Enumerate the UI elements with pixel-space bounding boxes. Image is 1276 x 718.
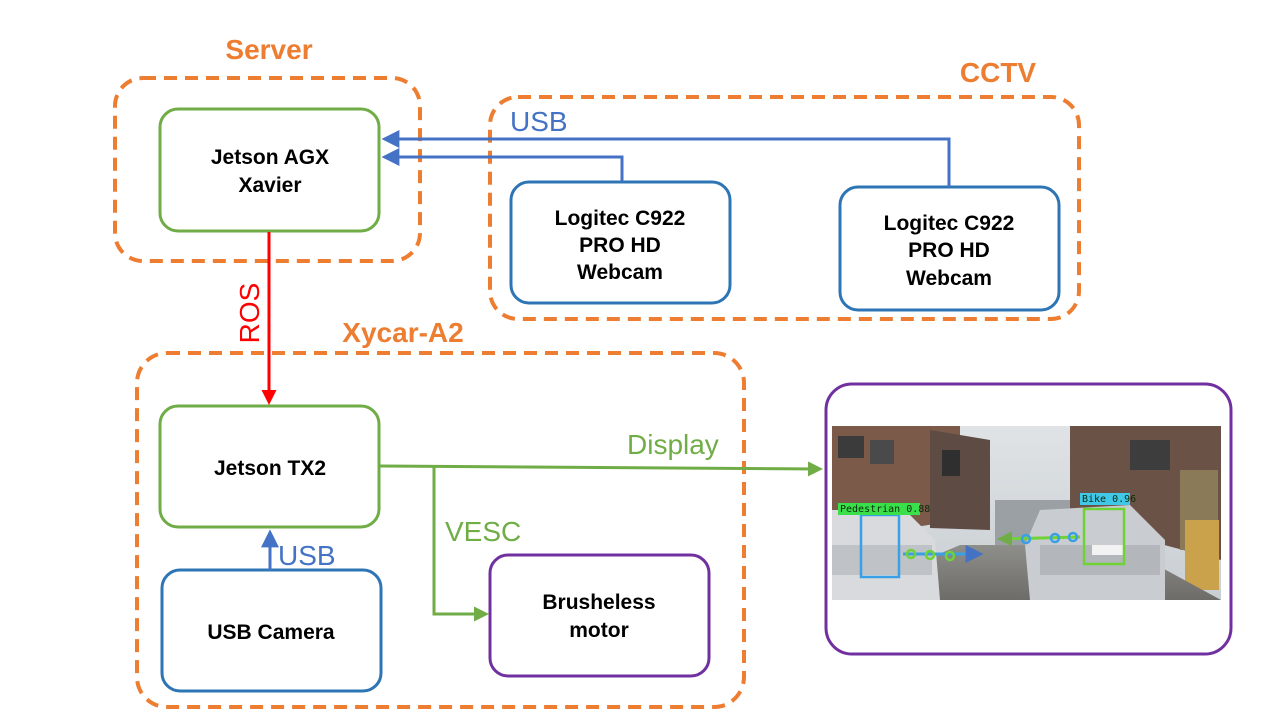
bike-bbox	[1082, 507, 1126, 566]
brushless-motor-label-line1: Brusheless	[542, 591, 655, 614]
usb-link-left-webcam	[381, 148, 624, 182]
usb-camera-link-label: USB	[278, 540, 336, 571]
jetson-agx-xavier-box	[158, 107, 381, 233]
server-title: Server	[225, 34, 312, 65]
cctv-group	[488, 95, 1081, 321]
jetson-tx2-box	[158, 404, 381, 529]
webcam-right-label-line2: PRO HD	[908, 239, 990, 262]
xycar-group	[135, 351, 746, 709]
webcam-left-label-line2: PRO HD	[579, 234, 661, 257]
display-link	[379, 461, 823, 477]
usb-cctv-label: USB	[510, 106, 568, 137]
ros-label: ROS	[234, 283, 265, 344]
vesc-link	[432, 467, 489, 622]
brushless-motor-label-line2: motor	[569, 619, 629, 642]
xycar-title: Xycar-A2	[342, 317, 463, 348]
jetson-agx-label-line2: Xavier	[238, 174, 301, 197]
bike-trajectory	[997, 531, 1081, 547]
webcam-right-label-line3: Webcam	[906, 267, 992, 290]
cctv-title: CCTV	[960, 57, 1037, 88]
webcam-right-label-line1: Logitec C922	[884, 212, 1015, 235]
usb-camera-label: USB Camera	[207, 621, 335, 644]
pedestrian-detection-label: Pedestrian 0.88	[840, 504, 930, 515]
jetson-tx2-label: Jetson TX2	[214, 457, 326, 480]
display-label: Display	[627, 429, 719, 460]
jetson-agx-label-line1: Jetson AGX	[211, 146, 329, 169]
detection-frame: Pedestrian 0.88 Bike 0.96	[832, 426, 1221, 600]
usb-link-right-webcam	[381, 130, 951, 187]
bike-detection-label: Bike 0.96	[1082, 494, 1136, 505]
vesc-label: VESC	[445, 516, 521, 547]
webcam-left-label-line3: Webcam	[577, 261, 663, 284]
brushless-motor-box	[488, 553, 711, 678]
webcam-left-label-line1: Logitec C922	[555, 207, 686, 230]
